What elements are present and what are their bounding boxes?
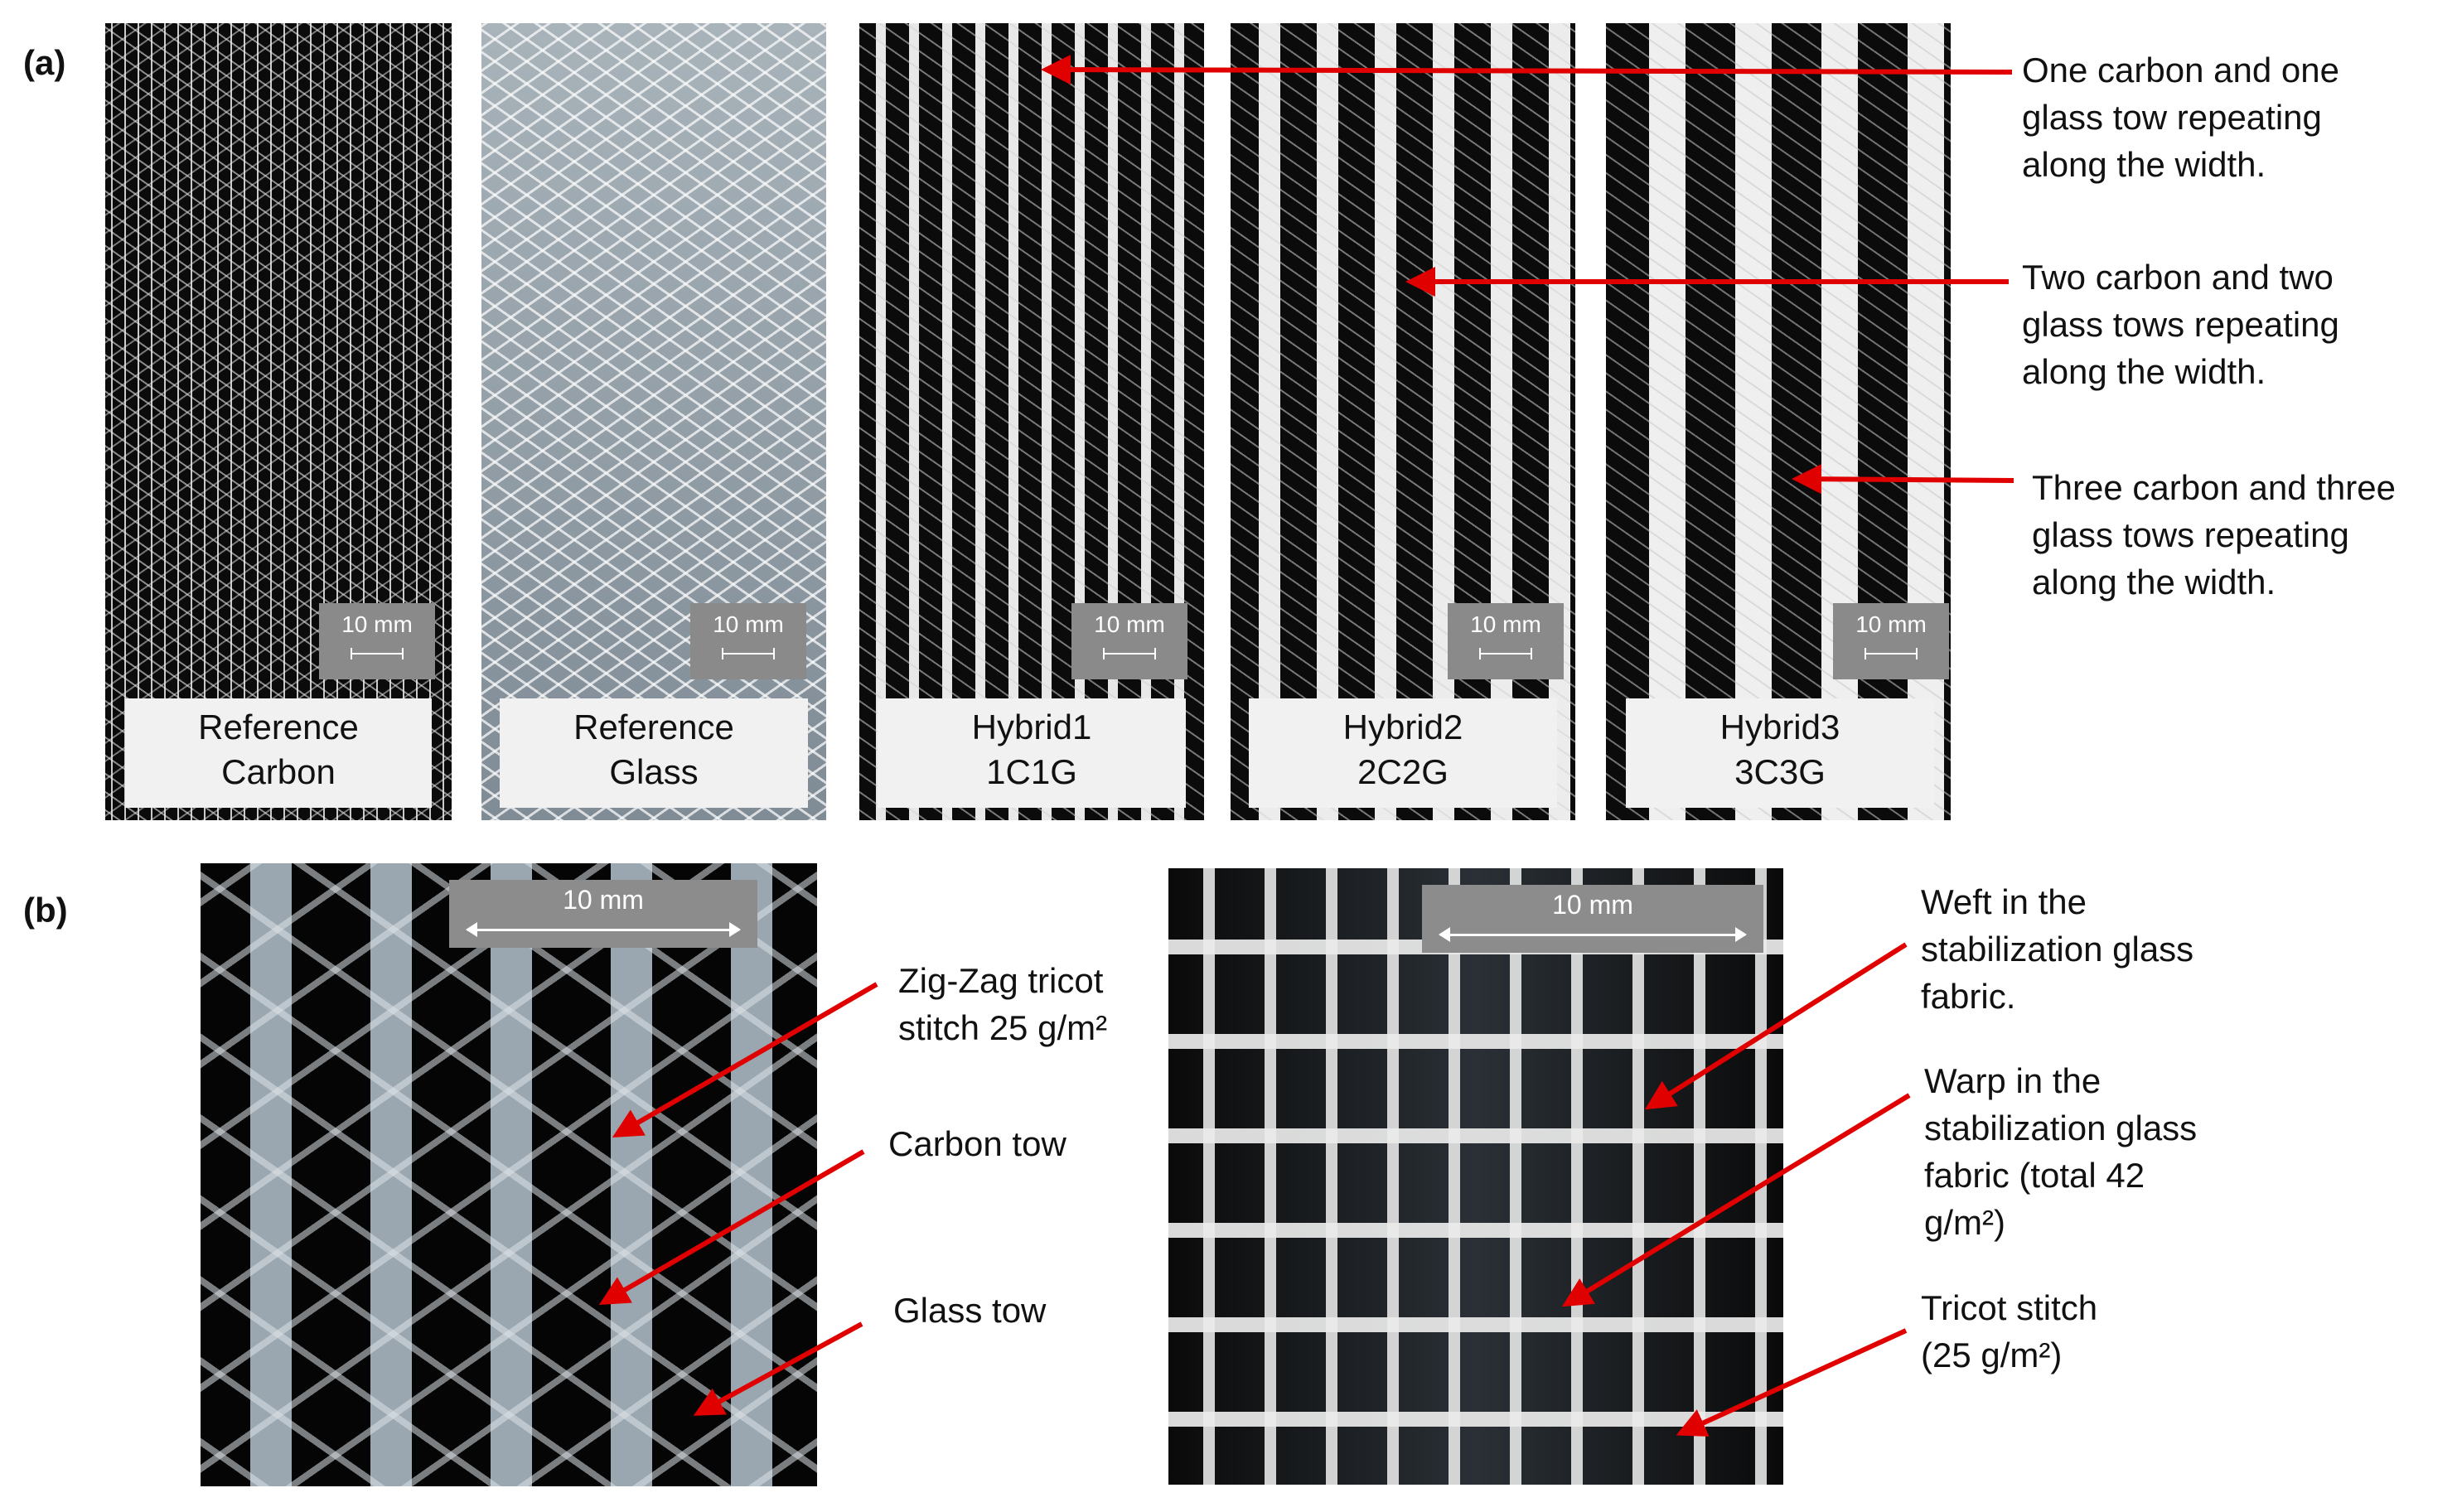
annotation-line: g/m²) xyxy=(1924,1203,2005,1242)
annotation-weft: Weft in the stabilization glass fabric. xyxy=(1921,878,2193,1020)
annotation-hybrid2: Two carbon and two glass tows repeating … xyxy=(2022,254,2339,395)
annotation-line: (25 g/m²) xyxy=(1921,1336,2063,1374)
sample-label: Hybrid2 2C2G xyxy=(1249,698,1557,808)
sample-label-line2: 2C2G xyxy=(1357,752,1449,791)
sample-label-line2: Carbon xyxy=(221,752,336,791)
annotation-line: fabric (total 42 xyxy=(1924,1156,2145,1195)
sample-label-line2: 1C1G xyxy=(986,752,1077,791)
annotation-line: One carbon and one xyxy=(2022,51,2339,89)
sample-label: Reference Glass xyxy=(500,698,808,808)
annotation-line: along the width. xyxy=(2032,563,2276,601)
panel-b-label: (b) xyxy=(23,891,68,930)
annotation-line: Zig-Zag tricot xyxy=(898,961,1104,1000)
sample-label-line1: Reference xyxy=(198,708,359,746)
scale-label: 10 mm xyxy=(1855,611,1927,637)
scale-bar: 10 mm xyxy=(1422,885,1763,953)
scale-label: 10 mm xyxy=(713,611,784,637)
sample-label: Hybrid1 1C1G xyxy=(878,698,1186,808)
scale-bar: 10 mm xyxy=(449,880,757,948)
fabric-strip-hybrid3: 10 mm Hybrid3 3C3G xyxy=(1606,23,1951,820)
sample-label: Reference Carbon xyxy=(125,698,432,808)
arrow-warp xyxy=(1561,1093,1911,1307)
sample-label-line1: Hybrid3 xyxy=(1719,708,1840,746)
scale-label: 10 mm xyxy=(341,611,413,637)
arrow-tricot-stitch xyxy=(1676,1328,1908,1437)
annotation-line: stabilization glass xyxy=(1921,930,2194,969)
annotation-line: stabilization glass xyxy=(1924,1109,2198,1147)
arrow-glass-tow xyxy=(693,1321,863,1416)
annotation-hybrid1: One carbon and one glass tow repeating a… xyxy=(2022,46,2339,188)
annotation-line: along the width. xyxy=(2022,352,2266,391)
scale-label: 10 mm xyxy=(1552,890,1633,920)
panel-a-label: (a) xyxy=(23,43,66,82)
annotation-line: Glass tow xyxy=(893,1291,1047,1330)
scale-box: 10 mm xyxy=(690,603,806,679)
fabric-strip-reference-carbon: 10 mm Reference Carbon xyxy=(105,23,452,820)
annotation-glass-tow: Glass tow xyxy=(893,1287,1046,1334)
sample-label-line1: Reference xyxy=(573,708,734,746)
scale-label: 10 mm xyxy=(1470,611,1541,637)
annotation-line: glass tows repeating xyxy=(2022,305,2339,344)
annotation-zigzag-stitch: Zig-Zag tricot stitch 25 g/m² xyxy=(898,957,1107,1051)
micrograph-carbon-glass-stitch: 10 mm xyxy=(201,863,817,1486)
sample-label-line2: Glass xyxy=(609,752,699,791)
scale-box: 10 mm xyxy=(319,603,435,679)
micrograph-stabilization-glass: 10 mm xyxy=(1168,868,1783,1485)
annotation-line: glass tow repeating xyxy=(2022,98,2322,137)
annotation-line: fabric. xyxy=(1921,977,2016,1016)
arrow-weft xyxy=(1644,942,1908,1110)
scale-box: 10 mm xyxy=(1833,603,1949,679)
sample-label-line1: Hybrid2 xyxy=(1342,708,1463,746)
scale-box: 10 mm xyxy=(1448,603,1564,679)
annotation-line: Two carbon and two xyxy=(2022,258,2334,297)
sample-label-line2: 3C3G xyxy=(1734,752,1826,791)
annotation-line: along the width. xyxy=(2022,145,2266,184)
annotation-line: Three carbon and three xyxy=(2032,468,2396,507)
annotation-line: Warp in the xyxy=(1924,1061,2102,1100)
arrow-hybrid3 xyxy=(1792,464,2014,495)
annotation-line: glass tows repeating xyxy=(2032,515,2349,554)
annotation-line: Weft in the xyxy=(1921,882,2087,921)
annotation-hybrid3: Three carbon and three glass tows repeat… xyxy=(2032,464,2396,606)
scale-label: 10 mm xyxy=(563,885,644,915)
fabric-strip-hybrid1: 10 mm Hybrid1 1C1G xyxy=(859,23,1204,820)
arrow-zigzag-stitch xyxy=(612,982,878,1138)
scale-label: 10 mm xyxy=(1094,611,1165,637)
annotation-tricot-stitch: Tricot stitch (25 g/m²) xyxy=(1921,1284,2097,1379)
arrow-carbon-tow xyxy=(598,1149,865,1306)
annotation-line: Tricot stitch xyxy=(1921,1288,2098,1327)
sample-label: Hybrid3 3C3G xyxy=(1626,698,1934,808)
annotation-line: stitch 25 g/m² xyxy=(898,1008,1108,1047)
annotation-warp: Warp in the stabilization glass fabric (… xyxy=(1924,1057,2197,1246)
scale-box: 10 mm xyxy=(1071,603,1187,679)
fabric-strip-hybrid2: 10 mm Hybrid2 2C2G xyxy=(1231,23,1575,820)
fabric-strip-reference-glass: 10 mm Reference Glass xyxy=(481,23,826,820)
annotation-carbon-tow: Carbon tow xyxy=(888,1120,1066,1167)
annotation-line: Carbon tow xyxy=(888,1124,1066,1163)
sample-label-line1: Hybrid1 xyxy=(971,708,1092,746)
arrow-hybrid1 xyxy=(1041,55,2013,85)
